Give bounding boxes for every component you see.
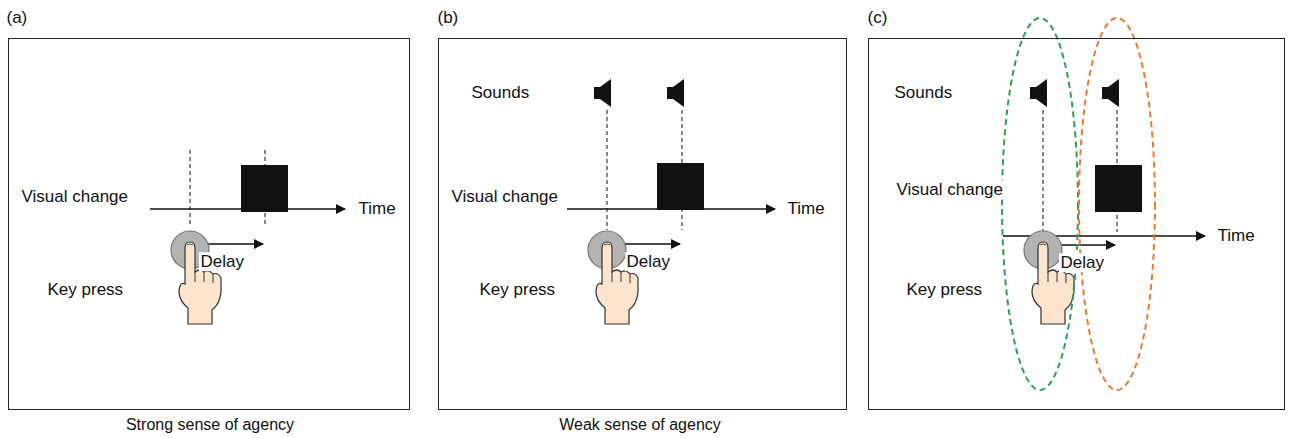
axis-label: Time xyxy=(357,199,398,219)
axis-label: Delay xyxy=(625,252,672,272)
axis-label: Key press xyxy=(905,280,985,300)
panel-caption: Weak sense of agency xyxy=(557,416,723,434)
axis-label: Visual change xyxy=(450,187,561,207)
panel-frame: (b)SoundsVisual changeTimeDelayKey press xyxy=(438,38,847,410)
green-ellipse xyxy=(1002,18,1078,390)
axis-label: Delay xyxy=(199,252,246,272)
panel-frame: (c)SoundsVisual changeTimeDelayKey press xyxy=(868,38,1285,410)
axis-label: Time xyxy=(786,199,827,219)
axis-label: Visual change xyxy=(20,187,131,207)
axis-label: Sounds xyxy=(893,83,955,103)
panel-letter: (b) xyxy=(436,8,461,28)
panel-b-art xyxy=(567,79,775,324)
panel-c-art xyxy=(1002,18,1205,390)
panel-letter: (a) xyxy=(5,8,30,28)
axis-label: Key press xyxy=(478,280,558,300)
orange-ellipse xyxy=(1079,18,1155,390)
axis-label: Time xyxy=(1216,226,1257,246)
panel-caption: Strong sense of agency xyxy=(124,416,296,434)
panel-letter: (c) xyxy=(866,8,890,28)
panel-a-art xyxy=(150,150,345,324)
panel-frame: (a)Visual changeTimeDelayKey press xyxy=(8,38,410,410)
axis-label: Key press xyxy=(46,280,126,300)
axis-label: Visual change xyxy=(895,180,1006,200)
axis-label: Sounds xyxy=(470,83,532,103)
axis-label: Delay xyxy=(1059,253,1106,273)
